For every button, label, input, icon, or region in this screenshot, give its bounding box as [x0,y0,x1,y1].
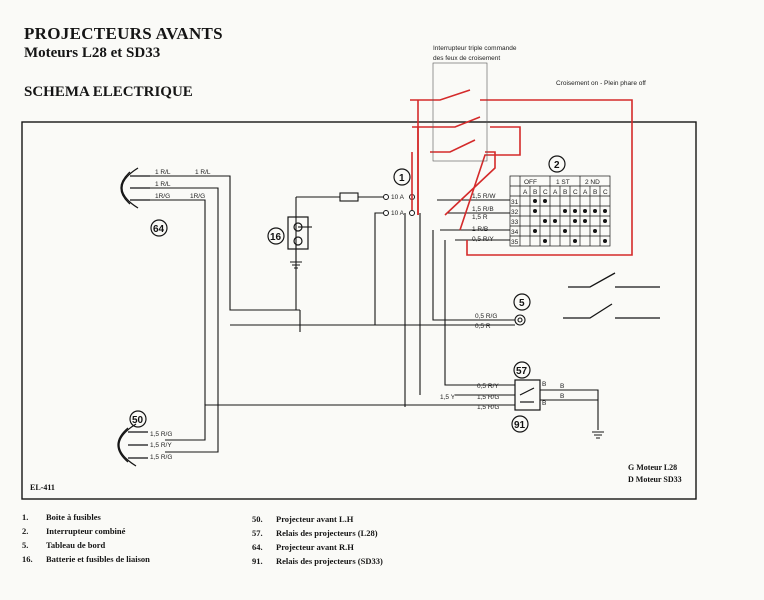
wire-label: 1,5 R/G [150,431,172,438]
wire-label: 1,5 R/G [477,394,499,401]
legend-item: 57.Relais des projecteurs (L28) [252,528,378,538]
table-col: A [523,189,528,196]
wire-label: 1,5 R [472,214,488,221]
table-row: 34 [511,229,519,236]
wire-label: 1,5 R/W [472,193,496,200]
num-57: 57 [516,366,528,377]
table-col: C [573,189,578,196]
croisement-note: Croisement on - Plein phare off [556,80,646,87]
legend-left: 1.Boite à fusibles 2.Interrupteur combin… [22,512,150,568]
num-1: 1 [399,173,405,184]
battery-16 [287,216,309,250]
legend-item: 2.Interrupteur combiné [22,526,126,536]
fuse-box-1 [383,194,415,216]
table-header: OFF [524,179,537,186]
num-50: 50 [132,415,144,426]
wire-label: 0,5 R [475,323,491,330]
num-16: 16 [270,232,282,243]
relay-57 [514,379,541,411]
num-91: 91 [514,420,526,431]
legend-item: 1.Boite à fusibles [22,512,101,522]
legend-item: 64.Projecteur avant R.H [252,542,354,552]
motor-d: D Moteur SD33 [628,475,682,484]
num-5: 5 [519,298,525,309]
table-row: 32 [511,209,519,216]
legend-right: 50.Projecteur avant L.H 57.Relais des pr… [252,514,383,570]
switch-note-line1: Interrupteur triple commande [433,45,517,52]
fuse-link [339,192,359,202]
table-row: 35 [511,239,519,246]
switch-note-box [432,62,488,162]
table-row: 31 [511,199,519,206]
dash-panel-5 [514,314,526,326]
wire-label: 1 R/L [195,169,211,176]
num-2: 2 [554,160,560,171]
switch-sketch [563,272,660,319]
wire-label: 1,5 Y [440,394,456,401]
table-col: C [603,189,608,196]
table-col: B [593,189,597,196]
wire-label: 0,5 R/G [475,313,497,320]
red-annotation-wiring [410,89,633,256]
wire-label: 1R/G [155,193,170,200]
wire-label: 1 R/L [155,181,171,188]
wire-label: B [560,383,564,390]
legend-item: 91.Relais des projecteurs (SD33) [252,556,383,566]
table-header: 1 ST [556,179,570,186]
legend-item: 5.Tableau de bord [22,540,106,550]
diagram-code: EL-411 [30,483,55,492]
wire-label: B [560,393,564,400]
legend-item: 50.Projecteur avant L.H [252,514,354,524]
table-col: B [533,189,537,196]
wire-label: 0,5 R/Y [477,383,499,390]
table-col: B [563,189,567,196]
switch-table-2 [509,175,611,247]
wire-label: 1R/G [190,193,205,200]
table-col: C [543,189,548,196]
headlamp-50 [117,423,148,467]
motor-g: G Moteur L28 [628,463,677,472]
component-circles [129,155,566,433]
black-wiring [150,175,604,453]
table-col: A [583,189,588,196]
wire-label: 0,5 R/Y [472,236,494,243]
wire-label: 1,5 R/G [477,404,499,411]
wire-label: 1 R/L [155,169,171,176]
num-64: 64 [153,224,165,235]
legend-item: 16.Batterie et fusibles de liaison [22,554,150,564]
table-row: 33 [511,219,519,226]
headlamp-64 [120,167,150,209]
page-subtitle: Moteurs L28 et SD33 [24,45,161,61]
table-header: 2 ND [585,179,600,186]
wire-label: 1,5 R/B [472,206,494,213]
page-title: PROJECTEURS AVANTS [24,24,223,43]
wire-label: 1,5 R/G [150,454,172,461]
section-heading: SCHEMA ELECTRIQUE [24,84,193,100]
wire-label: B [542,400,546,407]
table-col: A [553,189,558,196]
wire-label: B [542,381,546,388]
switch-note-line2: des feux de croisement [433,55,500,62]
switch-table-dots [533,199,607,243]
fuse-label: 10 A [391,210,405,217]
wire-label: 1 R/B [472,226,488,233]
fuse-label: 10 A [391,194,405,201]
wire-label: 1,5 R/Y [150,442,172,449]
diagram-frame [21,121,697,500]
